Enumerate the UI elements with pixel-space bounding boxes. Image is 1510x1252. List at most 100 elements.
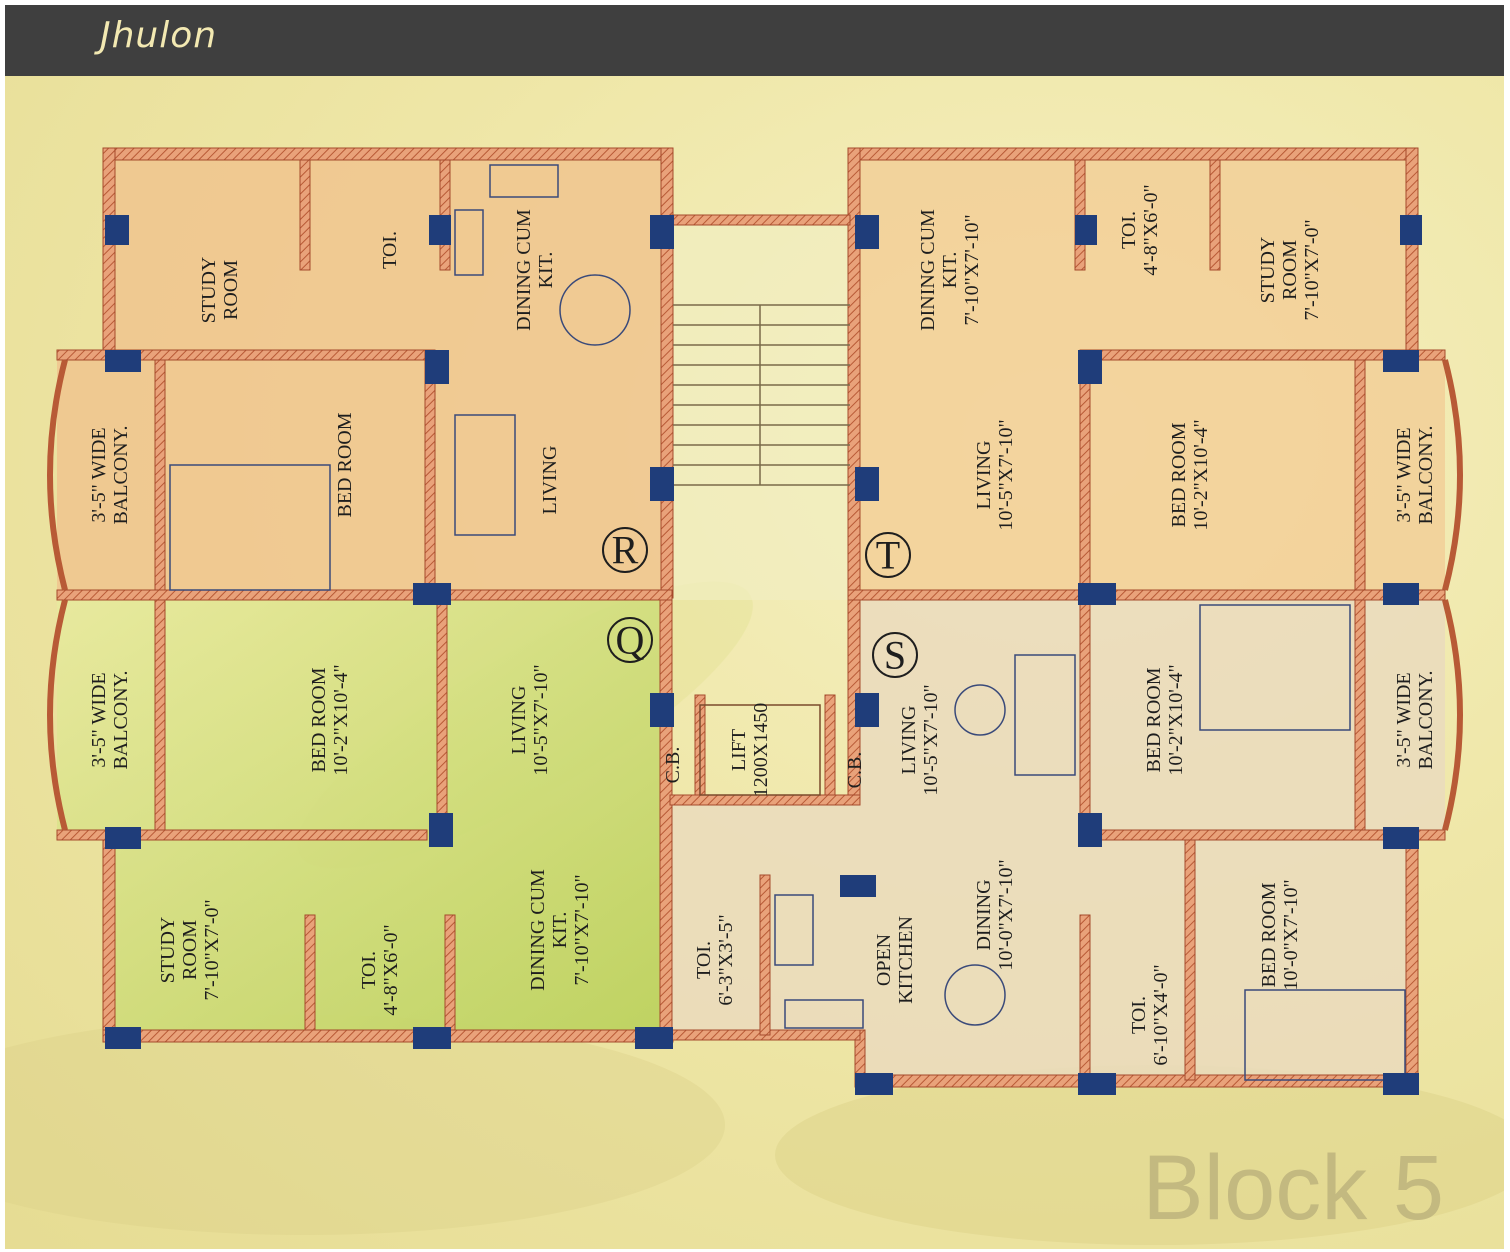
unit-letter-T: T	[876, 533, 900, 578]
room-label-line: 10'-5"X7'-10"	[995, 419, 1017, 530]
room-label-t-living: LIVING10'-5"X7'-10"	[973, 419, 1017, 530]
room-label-line: 4'-8"X6'-0"	[1140, 184, 1162, 275]
room-label-line: 7'-10"X7'-0"	[201, 899, 223, 1000]
room-label-line: 3'-5" WIDE	[1393, 672, 1415, 767]
room-label-line: 10'-2"X10'-4"	[330, 664, 352, 775]
room-label-line: STUDY	[157, 917, 179, 984]
project-title: Jhulon	[100, 15, 218, 56]
room-label-line: LIVING	[508, 686, 530, 755]
room-label-cb-right: C.B.	[844, 752, 866, 789]
room-label-q-dining: DINING CUMKIT.7'-10"X7'-10"	[527, 869, 593, 991]
room-label-r-dining: DINING CUMKIT.	[513, 209, 557, 331]
room-label-line: TOI.	[1118, 211, 1140, 249]
room-label-line: 6'-3"X3'-5"	[715, 914, 737, 1005]
room-label-q-study: STUDYROOM7'-10"X7'-0"	[157, 899, 223, 1000]
walls	[56, 147, 1446, 1088]
room-label-line: BALCONY.	[110, 670, 132, 769]
room-label-line: 7'-10"X7'-10"	[571, 874, 593, 985]
room-label-line: OPEN	[873, 934, 895, 986]
room-label-t-balcony: 3'-5" WIDEBALCONY.	[1393, 425, 1437, 524]
room-label-line: LIVING	[973, 441, 995, 510]
room-label-line: 4'-8"X6'-0"	[380, 924, 402, 1015]
room-label-line: 7'-10"X7'-10"	[961, 214, 983, 325]
room-label-line: 7'-10"X7'-0"	[1301, 219, 1323, 320]
room-label-r-bed: BED ROOM	[334, 412, 356, 517]
unit-marker-Q: Q	[607, 617, 653, 663]
unit-letter-R: R	[612, 528, 639, 573]
room-label-line: DINING CUM	[513, 209, 535, 331]
room-label-lift: LIFT1200X1450	[728, 703, 772, 797]
room-label-line: 10'-0"X7'-10"	[1280, 879, 1302, 990]
flat-T-fill	[850, 150, 1445, 595]
lift-shaft	[699, 704, 821, 796]
room-label-line: STUDY	[198, 257, 220, 324]
room-label-r-study: STUDYROOM	[198, 257, 242, 324]
room-label-line: DINING CUM	[917, 209, 939, 331]
unit-marker-T: T	[865, 532, 911, 578]
room-label-line: ROOM	[220, 260, 242, 320]
room-label-line: TOI.	[379, 231, 401, 269]
flat-S-fill	[670, 600, 1445, 1085]
room-label-line: 3'-5" WIDE	[88, 427, 110, 522]
unit-marker-R: R	[602, 527, 648, 573]
room-label-line: BALCONY.	[110, 425, 132, 524]
room-label-s-bed: BED ROOM10'-2"X10'-4"	[1143, 664, 1187, 775]
pillars	[105, 215, 1422, 1095]
room-label-r-toi: TOI.	[379, 231, 401, 269]
room-label-line: KIT.	[939, 252, 961, 289]
room-label-line: LIFT	[728, 729, 750, 771]
room-label-t-bed: BED ROOM10'-2"X10'-4"	[1168, 419, 1212, 530]
room-label-line: 10'-0"X7'-10"	[995, 859, 1017, 970]
room-label-line: DINING CUM	[527, 869, 549, 991]
room-label-line: 10'-5"X7'-10"	[920, 684, 942, 795]
room-label-line: LIVING	[898, 706, 920, 775]
room-label-line: KITCHEN	[895, 916, 917, 1004]
unit-letter-Q: Q	[616, 618, 645, 663]
room-label-line: BALCONY.	[1415, 670, 1437, 769]
room-label-line: 1200X1450	[750, 703, 772, 797]
room-label-line: BED ROOM	[1143, 667, 1165, 772]
room-label-s-toi-right: TOI.6'-10"X4'-0"	[1128, 964, 1172, 1065]
room-label-line: 3'-5" WIDE	[1393, 427, 1415, 522]
unit-marker-S: S	[872, 632, 918, 678]
unit-letter-S: S	[884, 633, 906, 678]
room-label-line: ROOM	[179, 920, 201, 980]
balconies	[47, 359, 1463, 831]
flat-R-fill	[57, 150, 670, 595]
room-label-line: BALCONY.	[1415, 425, 1437, 524]
room-label-line: C.B.	[844, 752, 866, 789]
room-label-r-living: LIVING	[539, 446, 561, 515]
room-label-line: BED ROOM	[1168, 422, 1190, 527]
flat-Q-fill	[57, 600, 670, 1035]
room-label-line: BED ROOM	[308, 667, 330, 772]
room-label-line: TOI.	[693, 941, 715, 979]
room-label-line: 6'-10"X4'-0"	[1150, 964, 1172, 1065]
room-label-line: BED ROOM	[334, 412, 356, 517]
room-label-cb-left: C.B.	[662, 747, 684, 784]
room-label-r-balcony: 3'-5" WIDEBALCONY.	[88, 425, 132, 524]
room-label-line: LIVING	[539, 446, 561, 515]
room-label-line: KIT.	[535, 252, 557, 289]
room-label-line: TOI.	[358, 951, 380, 989]
floor-plan-page: Jhulon	[5, 5, 1504, 1249]
room-label-line: BED ROOM	[1258, 882, 1280, 987]
room-label-q-balcony: 3'-5" WIDEBALCONY.	[88, 670, 132, 769]
furniture	[169, 164, 1406, 1081]
room-label-s-balcony: 3'-5" WIDEBALCONY.	[1393, 670, 1437, 769]
room-label-line: KIT.	[549, 912, 571, 949]
staircase	[673, 304, 850, 486]
room-label-t-toi: TOI.4'-8"X6'-0"	[1118, 184, 1162, 275]
room-label-line: TOI.	[1128, 996, 1150, 1034]
room-label-line: 10'-5"X7'-10"	[530, 664, 552, 775]
header-bar: Jhulon	[5, 5, 1504, 76]
room-label-s-toi-left: TOI.6'-3"X3'-5"	[693, 914, 737, 1005]
block-label: Block 5	[1142, 1137, 1444, 1239]
room-label-line: STUDY	[1257, 237, 1279, 304]
room-label-t-dining: DINING CUMKIT.7'-10"X7'-10"	[917, 209, 983, 331]
room-label-line: C.B.	[662, 747, 684, 784]
room-label-s-bed2: BED ROOM10'-0"X7'-10"	[1258, 879, 1302, 990]
room-label-line: 10'-2"X10'-4"	[1190, 419, 1212, 530]
room-label-line: ROOM	[1279, 240, 1301, 300]
